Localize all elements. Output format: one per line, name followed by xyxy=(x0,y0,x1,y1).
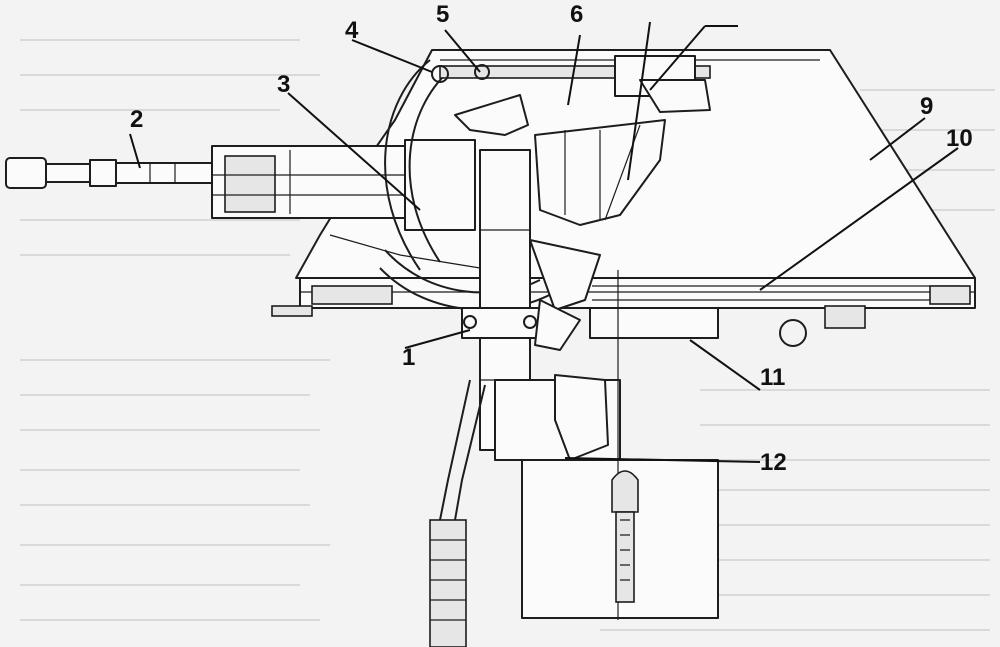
callout-10: 10 xyxy=(946,125,973,152)
callout-2: 2 xyxy=(130,106,143,133)
callout-9: 9 xyxy=(920,93,933,120)
leader-lines xyxy=(129,21,959,463)
callout-12: 12 xyxy=(760,449,787,476)
gun-barrel xyxy=(5,157,217,189)
callout-3: 3 xyxy=(277,71,290,98)
callout-11: 11 xyxy=(760,364,785,391)
gun-receiver xyxy=(211,139,476,231)
feed-hose xyxy=(429,379,486,647)
callout-5: 5 xyxy=(436,1,449,28)
callout-6: 6 xyxy=(570,1,583,28)
callout-1: 1 xyxy=(402,344,415,371)
callout-labels: 1 2 3 4 5 6 9 10 11 12 xyxy=(130,1,973,476)
callout-4: 4 xyxy=(345,17,359,44)
lower-housing xyxy=(494,270,719,620)
